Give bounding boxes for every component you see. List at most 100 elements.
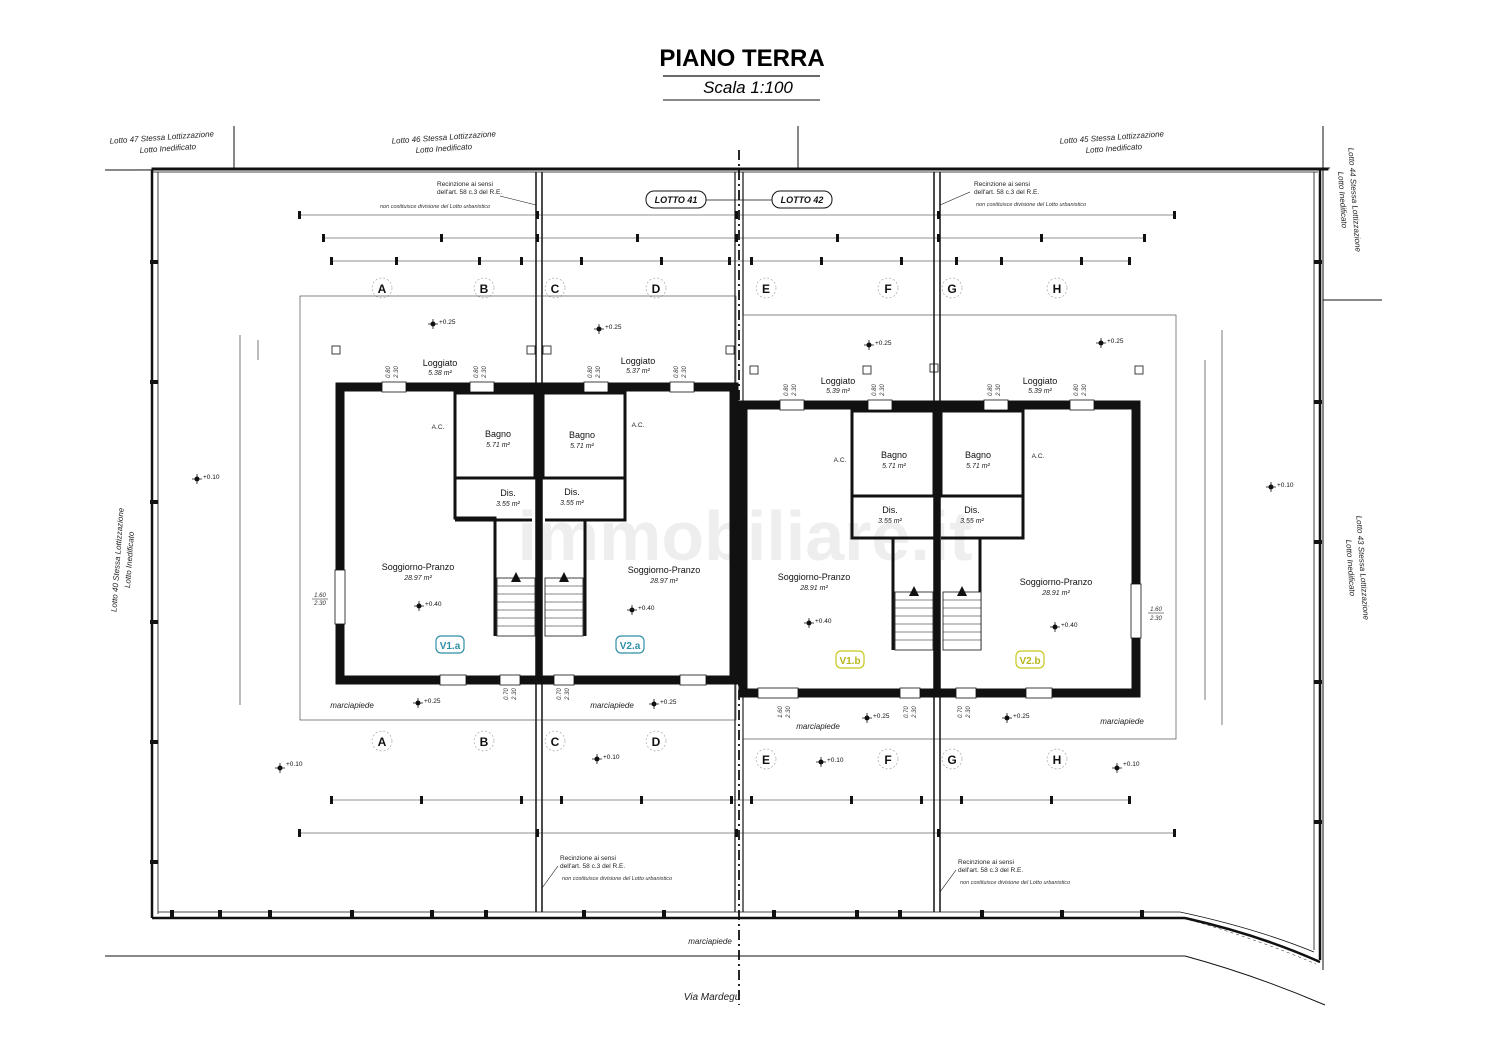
svg-text:D: D (652, 735, 661, 749)
svg-text:0.70: 0.70 (504, 688, 510, 700)
area-loggiato-v1b: 5.39 m² (826, 388, 850, 395)
area-dis-v2b: 3.55 m² (960, 518, 984, 525)
area-soggiorno-v2a: 28.97 m² (649, 578, 678, 585)
svg-text:E: E (762, 282, 770, 296)
svg-text:Recinzione ai sensi: Recinzione ai sensi (958, 859, 1014, 866)
lotto-tags: LOTTO 41 LOTTO 42 (645, 190, 833, 209)
axis-A-bottom: A (371, 730, 393, 752)
unit-tag-v1b: V1.b (835, 650, 865, 669)
svg-text:2.30: 2.30 (394, 366, 400, 379)
svg-text:E: E (762, 753, 770, 767)
level-marker: +0.25 (862, 713, 890, 723)
room-bagno-v2b: Bagno (965, 450, 991, 460)
axis-C-bottom: C (544, 730, 566, 752)
unit-tag-v2b: V2.b (1015, 650, 1045, 669)
axis-C-top: C (544, 277, 566, 299)
svg-text:2.30: 2.30 (912, 706, 918, 719)
sidewalk-label: marciapiede (796, 722, 840, 731)
svg-text:F: F (884, 282, 891, 296)
svg-text:F: F (884, 753, 891, 767)
svg-text:+0.10: +0.10 (203, 474, 220, 481)
window-tags: 1.60 2.30 1.60 2.30 0.70 2.30 0.70 2.30 … (312, 366, 1164, 719)
room-soggiorno-v2b: Soggiorno-Pranzo (1020, 577, 1093, 587)
svg-text:2.30: 2.30 (482, 366, 488, 379)
svg-text:0.80: 0.80 (872, 384, 878, 396)
axis-B-bottom: B (473, 730, 495, 752)
stairs (496, 577, 982, 651)
svg-text:2.30: 2.30 (880, 384, 886, 397)
level-marker: +0.10 (816, 757, 844, 767)
axis-E-bottom: E (755, 748, 777, 770)
svg-text:Recinzione ai sensi: Recinzione ai sensi (974, 181, 1030, 188)
interior-partitions (453, 391, 1025, 650)
area-soggiorno-v1a: 28.97 m² (403, 575, 432, 582)
room-dis-v2b: Dis. (964, 505, 980, 515)
area-soggiorno-v1b: 28.91 m² (799, 585, 828, 592)
svg-text:dell'art. 58 c.3 del R.E.: dell'art. 58 c.3 del R.E. (437, 189, 502, 196)
svg-text:+0.10: +0.10 (1123, 761, 1140, 768)
level-marker: +0.40 (627, 605, 655, 615)
level-marker: +0.10 (1112, 761, 1140, 773)
svg-text:2.30: 2.30 (786, 706, 792, 719)
room-ac-v1a: A.C. (432, 424, 445, 431)
neighbor-right-top-2: Lotto Inedificato (1336, 171, 1349, 229)
stair-arrow-icon (909, 586, 919, 596)
stair-arrow-icon (559, 572, 569, 582)
svg-text:+0.40: +0.40 (638, 605, 655, 612)
room-labels: Loggiato 5.38 m² Bagno 5.71 m² Dis. 3.55… (382, 356, 1093, 597)
level-marker: +0.10 (1266, 482, 1294, 492)
area-soggiorno-v2b: 28.91 m² (1041, 590, 1070, 597)
fence-note-top-left: Recinzione ai sensi dell'art. 58 c.3 del… (380, 181, 537, 210)
svg-text:dell'art. 58 c.3 del R.E.: dell'art. 58 c.3 del R.E. (958, 867, 1023, 874)
neighbor-left-1: Lotto 40 Stessa Lottizzazione (109, 507, 125, 612)
dimension-ticks (298, 211, 1176, 837)
svg-text:B: B (480, 735, 489, 749)
sidewalk-label: marciapiede (330, 701, 374, 710)
fence-posts (150, 260, 1322, 918)
room-loggiato-v2a: Loggiato (621, 356, 656, 366)
axis-D-top: D (645, 277, 667, 299)
svg-text:+0.25: +0.25 (605, 324, 622, 331)
svg-text:non costituisce divisione del: non costituisce divisione del Lotto urba… (562, 876, 672, 882)
svg-text:C: C (551, 735, 560, 749)
svg-text:0.80: 0.80 (386, 366, 392, 378)
stair-arrow-icon (511, 572, 521, 582)
svg-text:2.30: 2.30 (996, 384, 1002, 397)
area-dis-v1a: 3.55 m² (496, 501, 520, 508)
svg-text:+0.25: +0.25 (1107, 338, 1124, 345)
neighbor-top-left-2: Lotto Inedificato (139, 142, 197, 155)
svg-text:+0.25: +0.25 (873, 713, 890, 720)
level-marker: +0.25 (413, 698, 441, 708)
svg-text:0.80: 0.80 (474, 366, 480, 378)
lotto-41-label: LOTTO 41 (655, 195, 698, 205)
unit-tag-v2a: V2.a (615, 635, 645, 654)
svg-text:2.30: 2.30 (792, 384, 798, 397)
area-bagno-v2a: 5.71 m² (570, 443, 594, 450)
street-sidewalk-label: marciapiede (688, 937, 732, 946)
svg-text:A: A (378, 282, 387, 296)
svg-text:V1.a: V1.a (440, 641, 461, 652)
svg-text:dell'art. 58 c.3 del R.E.: dell'art. 58 c.3 del R.E. (974, 189, 1039, 196)
svg-text:dell'art. 58 c.3 del R.E.: dell'art. 58 c.3 del R.E. (560, 863, 625, 870)
svg-text:+0.40: +0.40 (815, 618, 832, 625)
svg-text:non costituisce divisione del: non costituisce divisione del Lotto urba… (380, 204, 490, 210)
fence-note-top-right: Recinzione ai sensi dell'art. 58 c.3 del… (939, 181, 1086, 208)
fence-note-bottom-left: Recinzione ai sensi dell'art. 58 c.3 del… (541, 855, 672, 889)
svg-text:2.30: 2.30 (682, 366, 688, 379)
room-soggiorno-v2a: Soggiorno-Pranzo (628, 565, 701, 575)
neighbor-top-mid-2: Lotto Inedificato (415, 142, 473, 155)
axis-labels: A B C D E F G H A B C D E F G H (371, 277, 1068, 770)
room-ac-v1b: A.C. (834, 457, 847, 464)
axis-B-top: B (473, 277, 495, 299)
svg-text:B: B (480, 282, 489, 296)
svg-text:+0.25: +0.25 (439, 319, 456, 326)
svg-text:A: A (378, 735, 387, 749)
room-loggiato-v1a: Loggiato (423, 358, 458, 368)
plan-title: PIANO TERRA (659, 45, 824, 72)
svg-text:G: G (947, 753, 956, 767)
stair-treads (497, 585, 981, 641)
svg-text:0.70: 0.70 (557, 688, 563, 700)
sidewalk-label: marciapiede (1100, 717, 1144, 726)
area-bagno-v1a: 5.71 m² (486, 442, 510, 449)
